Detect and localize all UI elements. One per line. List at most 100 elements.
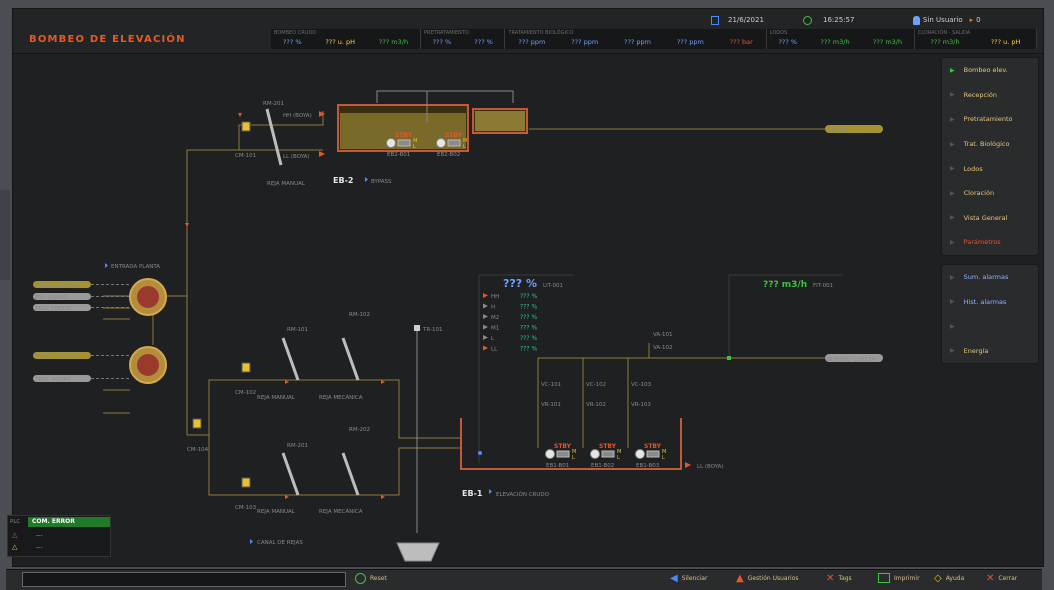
menu-item[interactable]: ▶Hist. alarmas: [942, 289, 1038, 314]
summary-value: ??? m3/h: [930, 38, 960, 46]
plc-row2: ---: [36, 544, 43, 551]
pump-icon[interactable]: [386, 138, 396, 148]
pump-mode-m: M: [617, 449, 621, 455]
reja-manual-1[interactable]: [281, 337, 300, 381]
menu-item-label: Hist. alarmas: [963, 297, 1007, 306]
menu-item[interactable]: ▶Sum. alarmas: [942, 265, 1038, 290]
menu-item[interactable]: ▶Cloración: [942, 181, 1038, 206]
menu-item[interactable]: ▶Lodos: [942, 156, 1038, 181]
eb1-label: EB-1: [462, 489, 483, 498]
reset-label: Reset: [370, 575, 387, 582]
summary-value: ??? m3/h: [820, 38, 850, 46]
tags-button[interactable]: ✕ Tags: [826, 573, 852, 584]
pump-icon[interactable]: [635, 449, 645, 459]
inlet-label: TRAT. LODOS: [34, 306, 71, 312]
time-text: 16:25:57: [823, 16, 855, 24]
speaker-icon: ◀: [670, 573, 678, 584]
alarm-menu: ▶Sum. alarmas▶Hist. alarmas▶▶Energía: [941, 263, 1039, 365]
pump-status: STBY: [599, 443, 617, 450]
menu-item-label: Pretratamiento: [963, 115, 1013, 124]
equipment-label: CM-103: [235, 505, 257, 511]
pump-icon[interactable]: [436, 138, 446, 148]
reja-mecanica-2[interactable]: [341, 452, 360, 496]
equipment-label: RM-101: [287, 327, 308, 333]
main-menu: ▶Bombeo elev.▶Recepción▶Pretratamiento▶T…: [941, 57, 1039, 256]
silence-button[interactable]: ◀ Silenciar: [670, 573, 707, 584]
menu-item[interactable]: ▶Energía: [942, 339, 1038, 364]
menu-item[interactable]: ▶ Trat. Biológico: [942, 132, 1038, 157]
canal-rejas-label: CANAL DE REJAS: [257, 540, 303, 546]
user-display[interactable]: Sin Usuario ▸ 0: [913, 13, 981, 27]
level-row-value: ??? %: [520, 314, 537, 321]
print-button[interactable]: Imprimir: [878, 573, 920, 583]
menu-item-label: Vista General: [963, 213, 1008, 222]
alarm-triangle-icon: △: [12, 531, 18, 539]
menu-item[interactable]: ▶Vista General: [942, 206, 1038, 231]
menu-arrow-icon: ▶: [950, 91, 955, 99]
help-button[interactable]: ◇ Ayuda: [934, 573, 964, 584]
summary-value: ??? ppm: [518, 38, 546, 46]
inlet-pipe: [33, 375, 91, 382]
valve-label: VC-103: [631, 382, 652, 388]
close-label: Cerrar: [998, 575, 1018, 582]
pump-status: STBY: [554, 443, 572, 450]
reja-manual-eb2[interactable]: [265, 108, 283, 166]
menu-item[interactable]: ▶Pretratamiento: [942, 107, 1038, 132]
close-button[interactable]: ✕ Cerrar: [986, 573, 1017, 584]
salida-label: SALIDA: [827, 128, 847, 134]
level-row-value: ??? %: [520, 325, 537, 332]
valve-label: VC-102: [586, 382, 606, 388]
eb1-ll-label: LL (BOYA): [697, 464, 724, 470]
pump-label: EB1-B01: [546, 463, 569, 469]
pump-icon[interactable]: [590, 449, 600, 459]
message-input[interactable]: [22, 572, 346, 587]
reja-manual-2[interactable]: [281, 452, 300, 496]
level-row-tag: M1: [491, 326, 499, 332]
menu-arrow-icon: ▶: [950, 165, 955, 173]
tornillo-label: TR-101: [422, 327, 442, 333]
pump-mode-l: L: [617, 455, 620, 461]
menu-item[interactable]: ▶Parámetros: [942, 230, 1038, 255]
side-tab[interactable]: [0, 190, 10, 280]
bombeo-cabeza-label: BOMBEO CABEZA: [827, 357, 876, 363]
equipment-label: CM-101: [235, 153, 256, 159]
warning-triangle-icon: △: [12, 543, 18, 551]
menu-arrow-icon: ▶: [950, 66, 955, 74]
summary-value: ??? ppm: [624, 38, 651, 46]
inlet-pipe: [33, 281, 91, 288]
menu-item-label: Trat. Biológico: [963, 140, 1010, 149]
users-button[interactable]: ▲ Gestión Usuarios: [736, 573, 799, 584]
clock-icon: [803, 15, 812, 25]
tags-icon: ✕: [826, 573, 835, 584]
pump-icon[interactable]: [545, 449, 555, 459]
plc-label: PLC: [10, 519, 21, 525]
equipment-label: CM-104: [187, 447, 209, 453]
menu-item[interactable]: ▶Recepción: [942, 83, 1038, 108]
pump-mode-m: M: [572, 449, 576, 455]
valve-label: VA-102: [653, 345, 673, 351]
level-text: 0: [976, 16, 981, 24]
compuerta[interactable]: [192, 418, 202, 429]
menu-item[interactable]: ▶Bombeo elev.: [942, 58, 1038, 83]
pump-status: STBY: [395, 132, 413, 139]
summary-value: ??? u. pH: [325, 38, 356, 46]
flow-tag: FIT-001: [813, 283, 833, 289]
reja-mecanica-1[interactable]: [341, 337, 360, 381]
compuerta[interactable]: [241, 362, 251, 373]
compuerta[interactable]: [241, 477, 251, 488]
time-display: 16:25:57: [803, 13, 854, 27]
menu-item-label: Energía: [963, 346, 989, 355]
menu-item[interactable]: ▶: [942, 314, 1038, 339]
compuerta[interactable]: [241, 121, 251, 132]
menu-arrow-icon: ▶: [950, 273, 955, 281]
header-bar: BOMBEO DE ELEVACIÓN 21/6/2021 16:25:57 S…: [13, 9, 1043, 54]
level-row-tag: H: [491, 305, 495, 311]
level-row-value: ??? %: [520, 304, 537, 311]
menu-arrow-icon: ▶: [950, 140, 955, 148]
silence-label: Silenciar: [681, 575, 708, 582]
reset-button[interactable]: Reset: [355, 573, 387, 584]
valve-label: VR-103: [631, 402, 651, 408]
navigation-panel: ▶Bombeo elev.▶Recepción▶Pretratamiento▶T…: [941, 57, 1039, 372]
